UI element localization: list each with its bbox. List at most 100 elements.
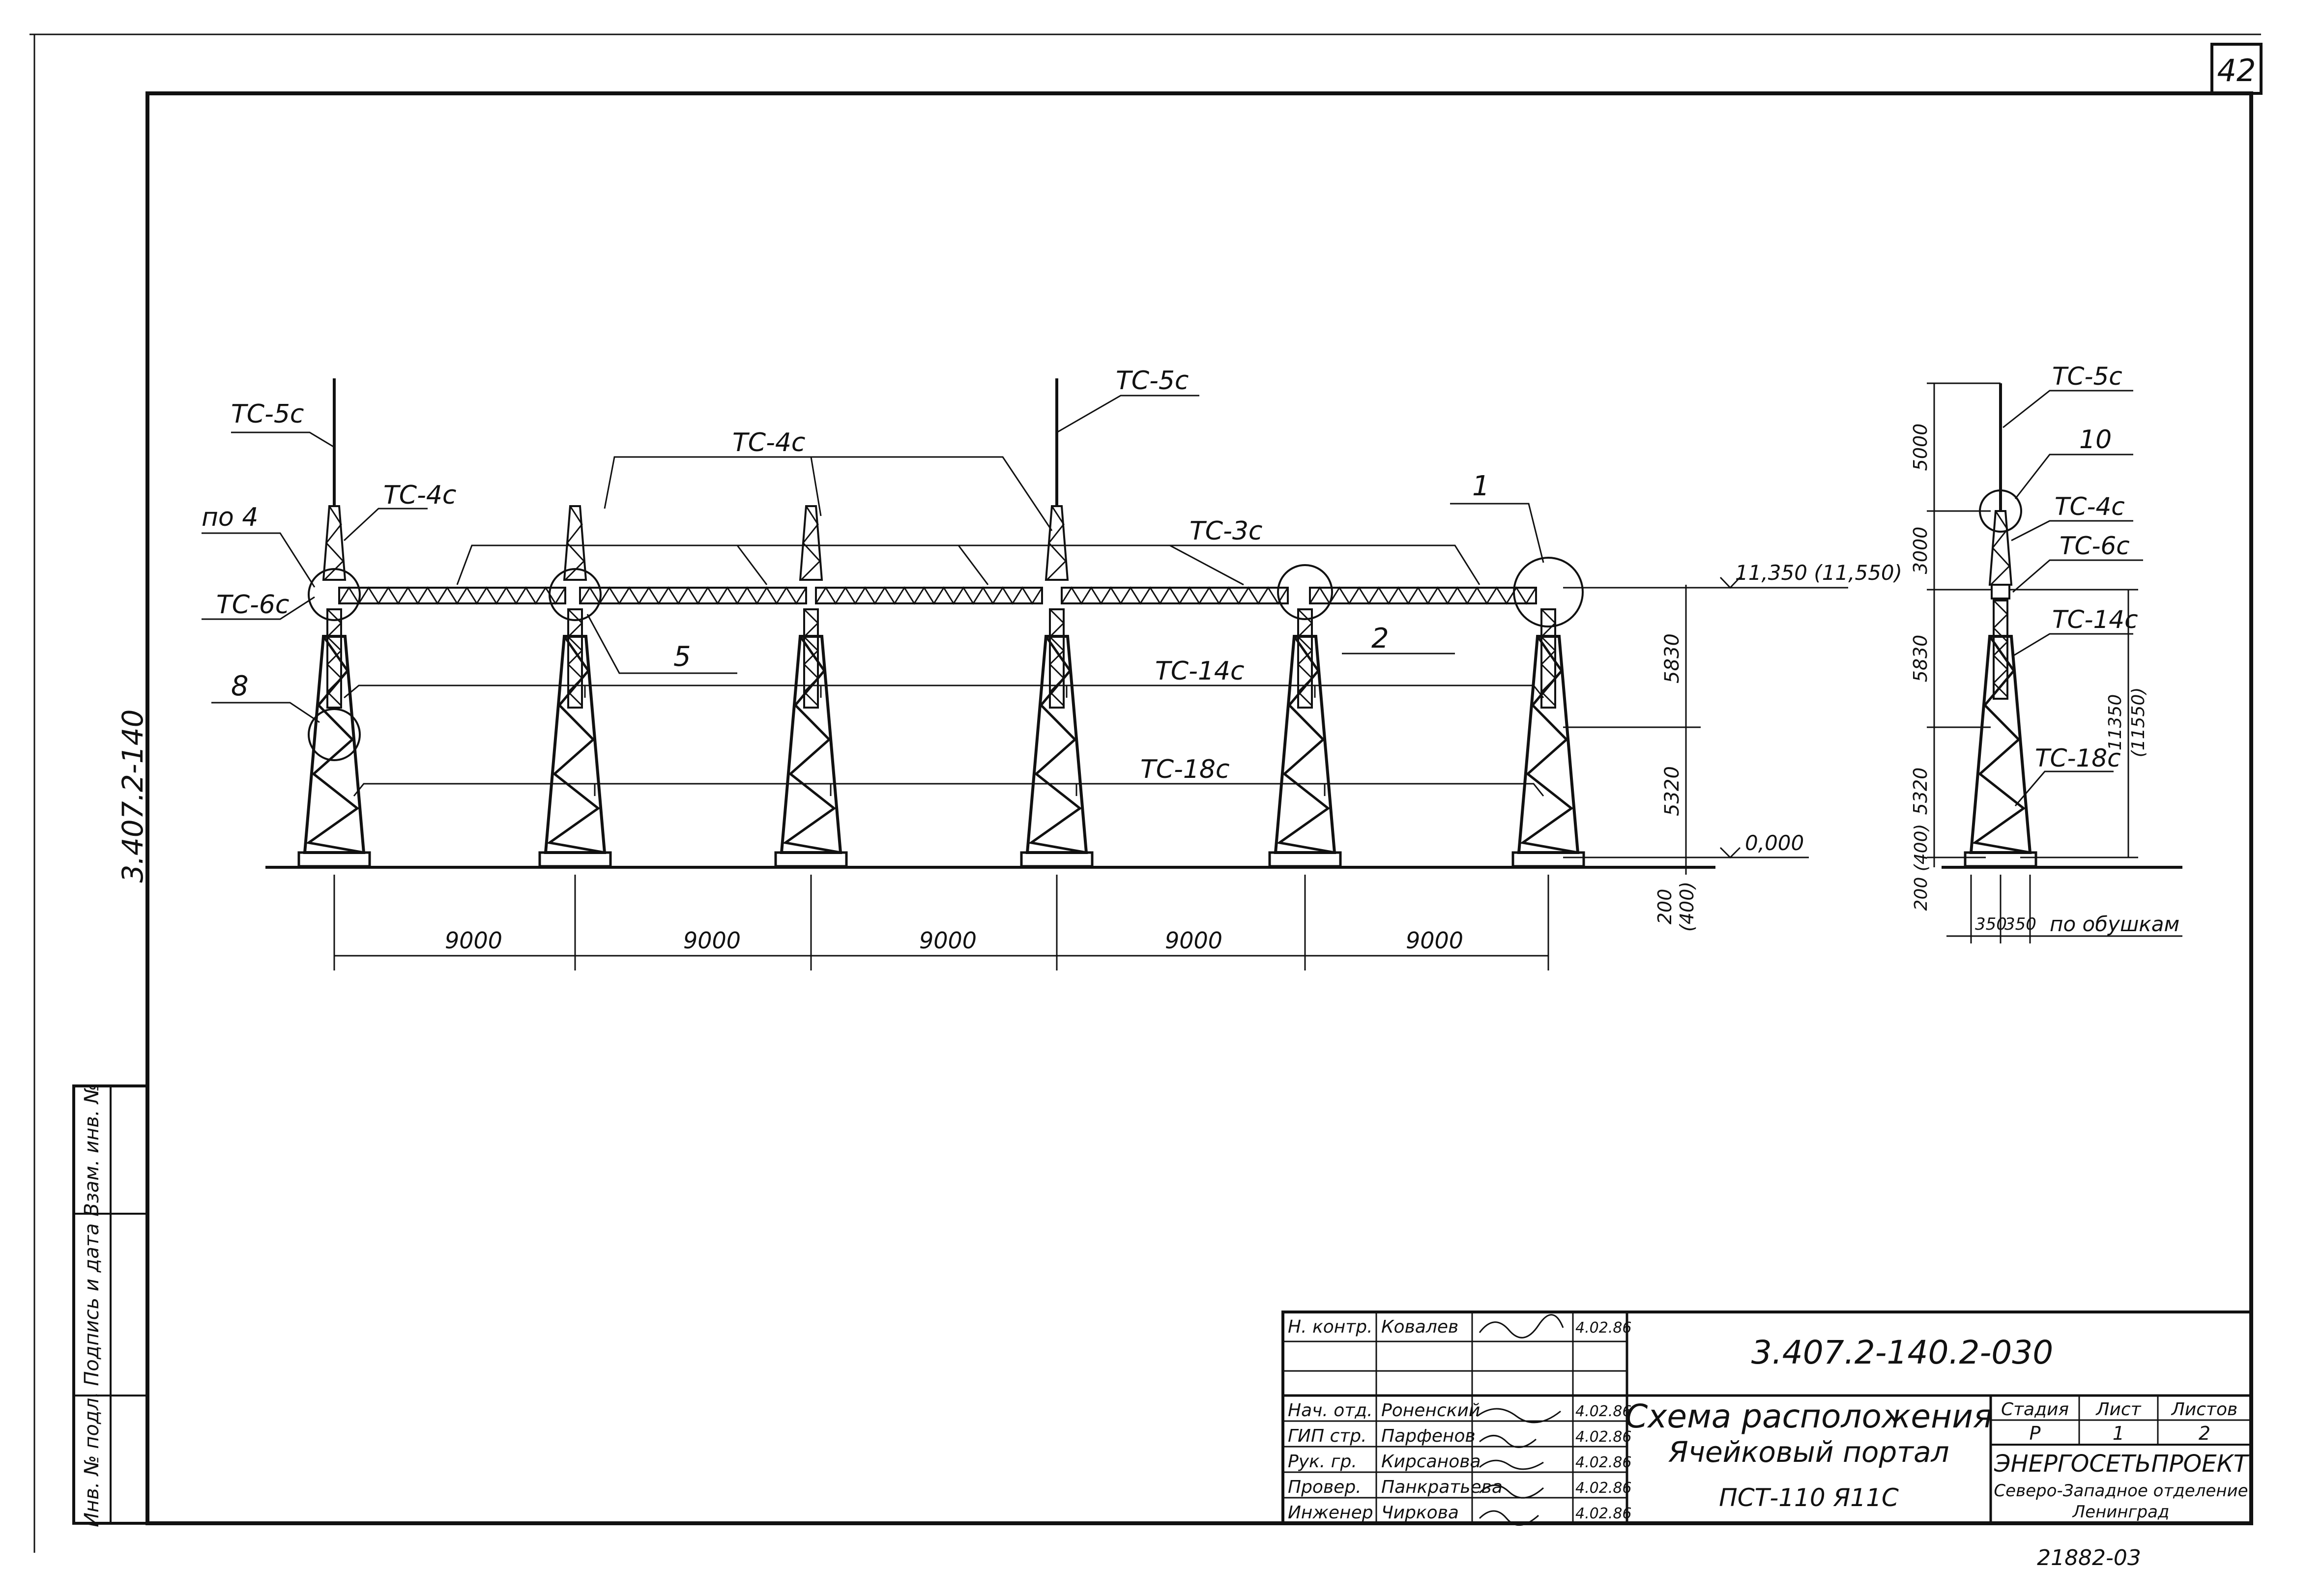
detail-circle-1 bbox=[1513, 557, 1584, 627]
title-block: Н. контр. Ковалев 4.02.86 Нач. отд. Роне… bbox=[1281, 1311, 2253, 1526]
side-base-note: по обушкам bbox=[2050, 912, 2179, 936]
span-dim-4: 9000 bbox=[1165, 927, 1222, 954]
tb-row5-date: 4.02.86 bbox=[1575, 1480, 1632, 1497]
tb-row0-date: 4.02.86 bbox=[1575, 1319, 1632, 1337]
tb-title-line2: Ячейковый портал bbox=[1668, 1435, 1949, 1469]
side-dim-5320: 5320 bbox=[1910, 768, 1931, 815]
tb-org-city: Ленинград bbox=[2072, 1502, 2170, 1522]
side-dim-total-a: 11350 bbox=[2105, 694, 2125, 751]
detail-circle-8 bbox=[308, 708, 361, 761]
height-dimension-line bbox=[1563, 576, 1848, 875]
side-label-tc5c: ТС-5с bbox=[2052, 362, 2122, 391]
label-tc6c: ТС-6с bbox=[216, 590, 290, 620]
tb-row2-date: 4.02.86 bbox=[1575, 1403, 1632, 1420]
portal-side-view: ТС-5с 10 ТС-4с ТС-6с ТС-14с ТС-18с 5000 … bbox=[1910, 362, 2182, 943]
height-dim-lower: 5320 bbox=[1661, 766, 1683, 816]
top-section-3 bbox=[799, 505, 823, 581]
tb-sheets: 2 bbox=[2199, 1423, 2210, 1444]
tb-row0-role: Н. контр. bbox=[1288, 1317, 1373, 1337]
tb-row0-name: Ковалев bbox=[1381, 1317, 1458, 1337]
tb-row6-date: 4.02.86 bbox=[1575, 1505, 1632, 1522]
label-tc4c-beam: ТС-4с bbox=[732, 428, 806, 457]
side-label-tc4c: ТС-4с bbox=[2055, 492, 2125, 521]
label-tc5c-left: ТС-5с bbox=[231, 399, 304, 429]
tb-title-line3: ПСТ-110 Я11С bbox=[1719, 1483, 1899, 1512]
tb-title-line1: Схема расположения bbox=[1625, 1397, 1993, 1435]
column-5 bbox=[1270, 608, 1340, 866]
tb-row2-role: Нач. отд. bbox=[1288, 1400, 1373, 1421]
label-tc14c: ТС-14с bbox=[1155, 656, 1245, 686]
tb-row4-role: Рук. гр. bbox=[1288, 1452, 1357, 1472]
tb-row2-name: Роненский bbox=[1381, 1400, 1480, 1421]
tb-designation: 3.407.2-140.2-030 bbox=[1751, 1334, 2053, 1371]
tb-sheet: 1 bbox=[2113, 1423, 2124, 1444]
tb-row6-role: Инженер bbox=[1288, 1503, 1373, 1523]
column-4 bbox=[1021, 608, 1092, 866]
callout-1: 1 bbox=[1472, 470, 1490, 502]
tb-stage: Р bbox=[2030, 1423, 2041, 1444]
foundation-dim-a: 200 bbox=[1654, 889, 1676, 925]
elevation-ground: 0,000 bbox=[1745, 831, 1804, 855]
callout-2: 2 bbox=[1371, 623, 1389, 655]
detail-circle-2 bbox=[1277, 564, 1333, 620]
label-po4: по 4 bbox=[202, 503, 258, 532]
tb-row3-name: Парфенов bbox=[1381, 1426, 1476, 1446]
side-dim-3000: 3000 bbox=[1910, 527, 1931, 574]
tb-row5-name: Панкратьева bbox=[1381, 1477, 1503, 1497]
sheet-frame bbox=[145, 91, 2253, 1525]
signatures bbox=[1477, 1314, 1564, 1526]
tb-sheet-header: Лист bbox=[2095, 1399, 2141, 1420]
label-tc5c-middle: ТС-5с bbox=[1116, 366, 1189, 396]
side-dim-200: 200 (400) bbox=[1911, 824, 1931, 911]
stamp-inventory-label: Инв. № подл. bbox=[81, 1392, 103, 1527]
side-dim-base-a: 350 bbox=[1975, 914, 2007, 934]
crossbeam bbox=[338, 587, 1537, 604]
label-tc4c-left: ТС-4с bbox=[383, 481, 457, 510]
top-section-4 bbox=[1045, 505, 1069, 581]
elevation-top: 11,350 (11,550) bbox=[1735, 561, 1902, 585]
portal-main-view: ТС-5с ТС-4с ТС-5с ТС-4с по 4 ТС-6с ТС-3с… bbox=[202, 366, 1902, 970]
side-document-code: 3.407.2-140 bbox=[116, 709, 149, 883]
label-tc18c: ТС-18с bbox=[1140, 755, 1230, 784]
side-lower-section bbox=[1965, 636, 2036, 866]
tb-row3-date: 4.02.86 bbox=[1575, 1428, 1632, 1446]
stamp-signature-label: Подпись и дата bbox=[81, 1223, 103, 1386]
span-dim-2: 9000 bbox=[683, 927, 741, 954]
side-label-tc18c: ТС-18с bbox=[2035, 744, 2121, 772]
foundation-dim-b: (400) bbox=[1676, 882, 1698, 932]
tb-row4-date: 4.02.86 bbox=[1575, 1454, 1632, 1471]
label-tc3c: ТС-3с bbox=[1190, 516, 1263, 546]
side-callout-10: 10 bbox=[2079, 425, 2112, 455]
span-dim-5: 9000 bbox=[1406, 927, 1463, 954]
column-2 bbox=[540, 608, 610, 866]
tb-row3-role: ГИП стр. bbox=[1288, 1426, 1367, 1446]
tb-stage-header: Стадия bbox=[2001, 1399, 2069, 1420]
column-3 bbox=[776, 608, 846, 866]
tb-row4-name: Кирсанова bbox=[1381, 1452, 1481, 1472]
span-dim-3: 9000 bbox=[919, 927, 977, 954]
side-upper-section bbox=[1993, 599, 2008, 700]
stamp-replace-label: Взам. инв. № bbox=[81, 1083, 103, 1217]
side-dim-total-b: (11550) bbox=[2128, 687, 2148, 758]
tb-org-name: ЭНЕРГОСЕТЬПРОЕКТ bbox=[1994, 1450, 2250, 1478]
column-6 bbox=[1513, 608, 1584, 866]
sheet-corner-number: 42 bbox=[2217, 53, 2256, 88]
span-dim-1: 9000 bbox=[445, 927, 502, 954]
side-dim-5000: 5000 bbox=[1910, 424, 1931, 471]
sheet-number-box bbox=[2210, 43, 2263, 95]
side-cap bbox=[1991, 584, 2010, 599]
tb-sheets-header: Листов bbox=[2171, 1399, 2237, 1420]
callout-8: 8 bbox=[231, 670, 249, 702]
tb-row6-name: Чиркова bbox=[1381, 1503, 1459, 1523]
tb-org-dept: Северо-Западное отделение bbox=[1994, 1481, 2248, 1501]
bottom-code: 21882-03 bbox=[2037, 1545, 2141, 1570]
side-stamp: Инв. № подл. Подпись и дата Взам. инв. № bbox=[72, 1083, 149, 1527]
detail-circle-5 bbox=[549, 568, 602, 621]
span-dimension-line bbox=[333, 875, 1549, 970]
tb-row5-role: Провер. bbox=[1288, 1477, 1362, 1497]
side-top-section bbox=[1989, 510, 2012, 586]
callout-5: 5 bbox=[673, 641, 691, 673]
side-dim-5830: 5830 bbox=[1910, 635, 1931, 683]
side-label-tc14c: ТС-14с bbox=[2052, 605, 2138, 634]
